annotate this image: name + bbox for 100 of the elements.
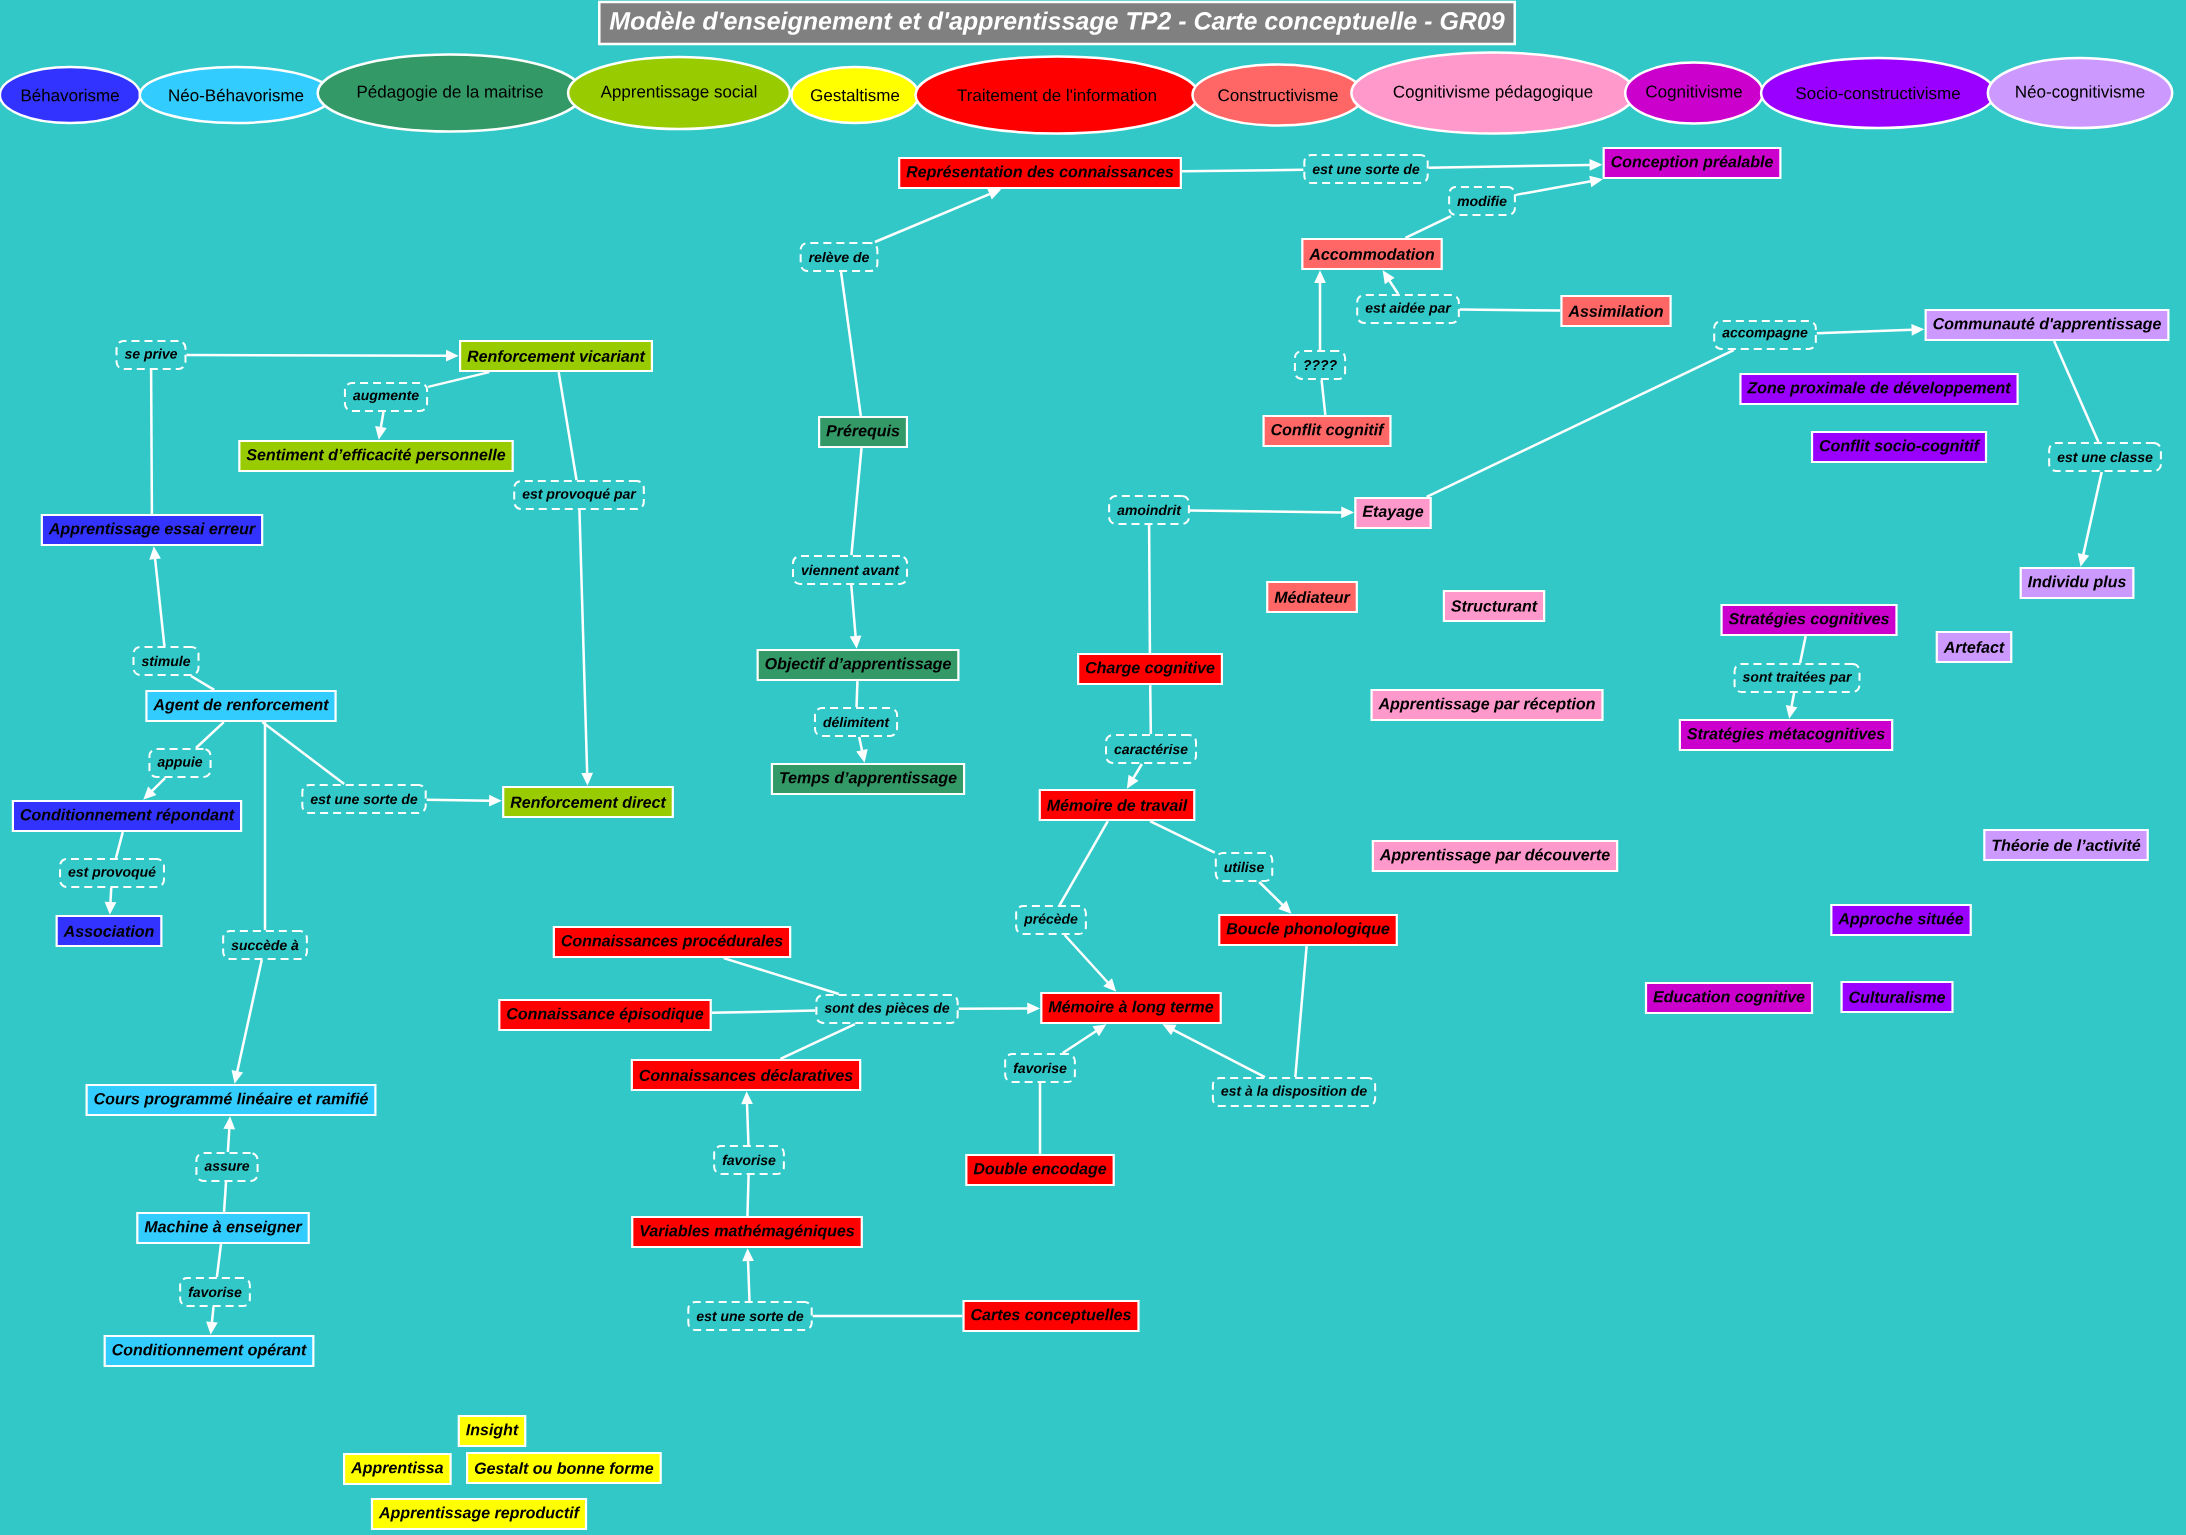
linking-phrase-box: sont traitées par xyxy=(1733,663,1861,693)
concept-box: Temps d’apprentissage xyxy=(770,762,966,796)
title-banner: Modèle d'enseignement et d'apprentissage TP2 - Carte conceptuelle - GR09 xyxy=(598,0,1516,46)
linking-phrase-box: favorise xyxy=(179,1277,251,1307)
linking-phrase-box: est une sorte de xyxy=(1303,154,1429,184)
concept-box: Machine à enseigner xyxy=(136,1211,310,1245)
linking-phrase-box: succède à xyxy=(222,930,308,960)
linking-phrase-box: est aidée par xyxy=(1356,294,1460,324)
concept-box: Conflit cognitif xyxy=(1262,414,1392,448)
concept-box: Connaissance épisodique xyxy=(498,998,712,1032)
connector-line xyxy=(1058,820,1109,906)
connector-line xyxy=(557,371,578,481)
linking-phrase-box: appuie xyxy=(148,748,212,778)
concept-box: Apprentissage par découverte xyxy=(1371,839,1619,873)
connector-line xyxy=(263,722,267,930)
concept-box: Théorie de l’activité xyxy=(1983,828,2149,862)
concept-box: Représentation des connaissances xyxy=(898,156,1182,190)
linking-phrase-box: est une sorte de xyxy=(687,1301,813,1331)
concept-box: Stratégies cognitives xyxy=(1720,603,1898,637)
concept-box: Apprentissage essai erreur xyxy=(40,513,264,547)
concept-box: Mémoire à long terme xyxy=(1040,991,1222,1025)
concept-box: Accommodation xyxy=(1301,237,1443,271)
connector-line xyxy=(261,721,345,785)
connector-line xyxy=(1181,168,1304,173)
concept-box: Stratégies métacognitives xyxy=(1678,718,1894,752)
linking-phrase-box: sont des pièces de xyxy=(815,994,959,1024)
linking-phrase-box: favorise xyxy=(1004,1053,1076,1083)
linking-phrase-box: viennent avant xyxy=(792,555,909,585)
linking-phrase-box: est une classe xyxy=(2048,442,2162,472)
connector-line xyxy=(2052,340,2100,443)
concept-box: Culturalisme xyxy=(1840,980,1954,1014)
connector-line xyxy=(779,1022,856,1061)
concept-box: Conditionnement opérant xyxy=(103,1334,315,1368)
connector-line xyxy=(711,1009,816,1014)
connector-line xyxy=(1459,308,1561,312)
concept-box: Gestalt ou bonne forme xyxy=(466,1451,662,1485)
concept-box: Etayage xyxy=(1354,496,1432,530)
linking-phrase-box: modifie xyxy=(1448,186,1516,216)
concept-box: Assimilation xyxy=(1560,294,1672,328)
concept-box: Education cognitive xyxy=(1644,981,1814,1015)
connector-line xyxy=(839,271,863,417)
linking-phrase-box: augmente xyxy=(343,382,429,412)
linking-phrase-box: se prive xyxy=(115,340,187,370)
concept-box: Prérequis xyxy=(818,415,908,449)
linking-phrase-box: délimitent xyxy=(813,707,899,737)
connector-line xyxy=(1320,379,1327,416)
concept-box: Cours programmé linéaire et ramifié xyxy=(85,1083,377,1117)
linking-phrase-box: est provoqué xyxy=(59,858,165,888)
concept-box: Cartes conceptuelles xyxy=(962,1299,1140,1333)
concept-box: Conception préalable xyxy=(1602,146,1782,180)
concept-box: Association xyxy=(55,914,163,948)
linking-phrase-box: utilise xyxy=(1214,852,1274,882)
connector-line xyxy=(723,956,840,996)
concept-box: Double encodage xyxy=(965,1153,1115,1187)
concept-box: Médiateur xyxy=(1266,580,1358,614)
connector-line xyxy=(855,681,859,708)
linking-phrase-box: est provoqué par xyxy=(513,480,645,510)
linking-phrase-box: relève de xyxy=(799,242,879,272)
concept-box: Connaissances déclaratives xyxy=(630,1058,862,1092)
concept-box: Conditionnement répondant xyxy=(11,799,243,833)
concept-box: Zone proximale de développement xyxy=(1739,372,2019,406)
concept-box: Apprentissa xyxy=(343,1452,452,1486)
concept-box: Mémoire de travail xyxy=(1038,788,1196,822)
concept-box: Renforcement direct xyxy=(502,785,674,819)
connector-line xyxy=(1149,820,1216,854)
linking-phrase-box: favorise xyxy=(713,1145,785,1175)
concept-box: Artefact xyxy=(1935,630,2013,664)
linking-phrase-box: accompagne xyxy=(1713,320,1817,350)
linking-phrase-box: ???? xyxy=(1293,350,1347,380)
concept-box: Renforcement vicariant xyxy=(459,339,654,373)
connector-line xyxy=(1294,946,1308,1078)
linking-phrase-box: stimule xyxy=(132,646,200,676)
concept-box: Apprentissage par réception xyxy=(1370,688,1604,722)
concept-box: Boucle phonologique xyxy=(1218,913,1398,947)
connector-line xyxy=(114,831,124,859)
connector-line xyxy=(215,1243,223,1278)
connector-line xyxy=(1147,525,1152,653)
connector-line xyxy=(149,370,154,514)
linking-phrase-box: amoindrit xyxy=(1108,495,1190,525)
concept-box: Agent de renforcement xyxy=(145,689,337,723)
concept-box: Structurant xyxy=(1442,589,1546,623)
concept-box: Objectif d’apprentissage xyxy=(756,648,960,682)
connector-line xyxy=(1038,1083,1042,1154)
linking-phrase-box: précède xyxy=(1015,905,1087,935)
linking-phrase-box: assure xyxy=(195,1152,259,1182)
concept-box: Insight xyxy=(457,1414,527,1448)
connector-line xyxy=(746,1175,750,1216)
connector-line xyxy=(195,721,225,749)
concept-box: Approche située xyxy=(1830,903,1972,937)
connector-line xyxy=(427,370,490,389)
connector-line xyxy=(1148,685,1153,735)
linking-phrase-box: caractérise xyxy=(1105,734,1197,764)
concept-box: Connaissances procédurales xyxy=(552,925,792,959)
connector-line xyxy=(812,1314,963,1318)
concept-box: Communauté d'apprentissage xyxy=(1924,308,2170,342)
concept-box: Sentiment d’efficacité personnelle xyxy=(238,439,514,473)
connector-line xyxy=(850,448,863,556)
concept-box: Charge cognitive xyxy=(1077,652,1223,686)
connector-line xyxy=(1798,635,1807,664)
connector-line xyxy=(190,674,215,691)
